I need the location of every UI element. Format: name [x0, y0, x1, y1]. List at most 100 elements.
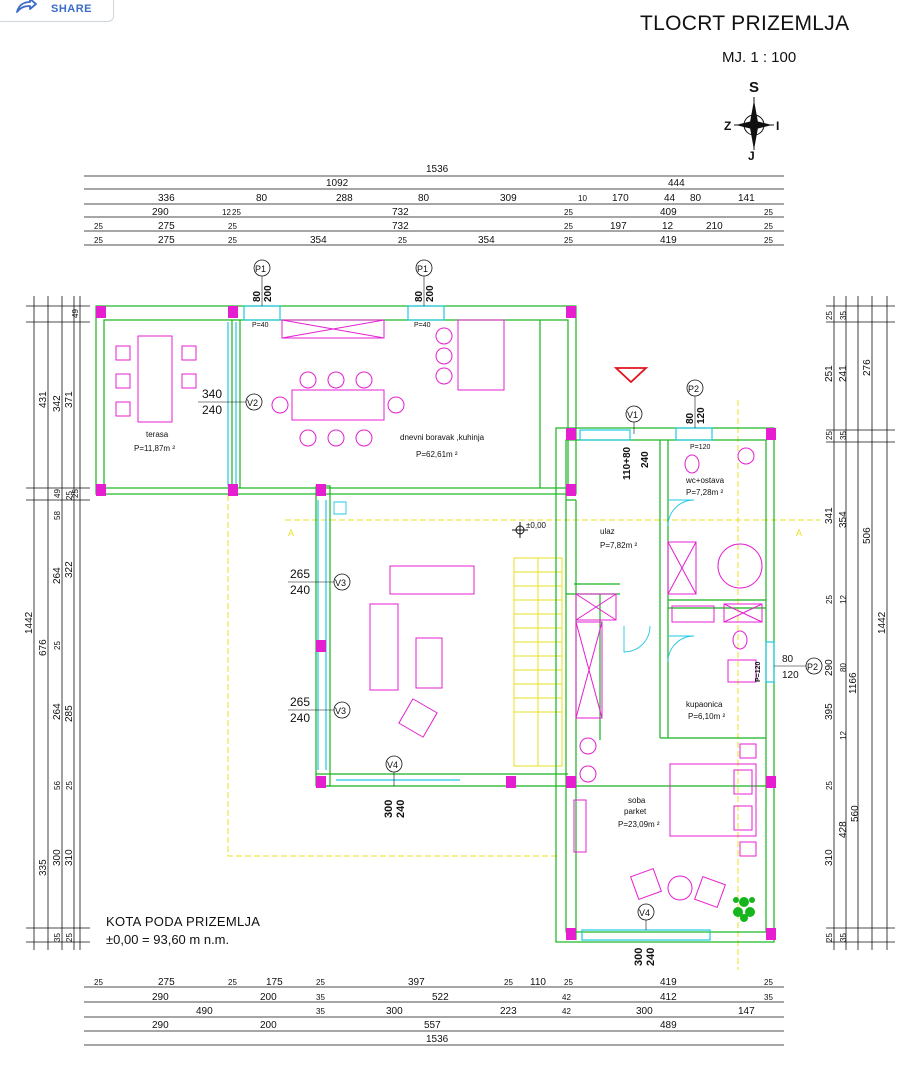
dim-bot-200a: 200	[260, 992, 277, 1003]
dim-right-395: 395	[824, 703, 835, 720]
dim-top-12: 12	[222, 208, 231, 217]
dim-left-300: 300	[52, 849, 63, 866]
dim-top-25k: 25	[564, 236, 573, 245]
dim-left-25e: 25	[71, 489, 80, 498]
room-wc-name: wc+ostava	[685, 476, 725, 485]
section-mark-right: A	[796, 528, 802, 538]
dim-bot-275: 275	[158, 977, 175, 988]
dim-top-210: 210	[706, 221, 723, 232]
dim-bot-25a: 25	[94, 978, 103, 987]
dim-left-25a: 25	[53, 641, 62, 650]
dim-bot-522: 522	[432, 992, 449, 1003]
dim-top-25l: 25	[764, 236, 773, 245]
dim-left-25d: 25	[65, 933, 74, 942]
dim-bot-25b: 25	[228, 978, 237, 987]
dim-top-354b: 354	[478, 235, 495, 246]
dim-left-264b: 264	[52, 703, 63, 720]
dim-top-444: 444	[668, 178, 685, 189]
bedroom-furniture	[573, 737, 757, 909]
dim-right-1442: 1442	[877, 611, 888, 634]
dim-right-25d: 25	[825, 933, 834, 942]
dim-top-275a: 275	[158, 221, 175, 232]
dim-top-12b: 12	[662, 221, 674, 232]
tag-p2-b: P2	[807, 662, 818, 672]
dim-right-560: 560	[850, 805, 861, 822]
dim-bot-290a: 290	[152, 992, 169, 1003]
floor-level-title: KOTA PODA PRIZEMLJA	[106, 914, 261, 929]
tag-v2-w: 340	[202, 387, 222, 401]
dim-bot-110: 110	[530, 977, 546, 988]
dim-top-80a: 80	[256, 193, 268, 204]
dim-top-25i: 25	[228, 236, 237, 245]
dim-right-276: 276	[862, 359, 873, 376]
dim-right-428: 428	[838, 821, 849, 838]
dim-bot-290b: 290	[152, 1020, 169, 1031]
bathroom-fixtures	[671, 603, 763, 683]
dim-bot-147: 147	[738, 1006, 755, 1017]
tag-v1: V1	[627, 410, 638, 420]
tag-p2-b-h: 120	[782, 670, 799, 681]
tag-v3-a-w: 265	[290, 567, 310, 581]
dim-right-251: 251	[824, 365, 835, 382]
tag-p1-a-sill: P=40	[252, 322, 269, 329]
dining-table-set	[271, 371, 405, 447]
tag-p1-b: P1	[417, 264, 428, 274]
room-living-area: P=62,61m ²	[416, 450, 458, 459]
room-kupaonica-name: kupaonica	[686, 700, 723, 709]
tag-p2-b-w: 80	[782, 654, 794, 665]
tag-p2-a: P2	[688, 384, 699, 394]
dim-left-322: 322	[64, 561, 75, 578]
dim-top-25a: 25	[232, 208, 241, 217]
dim-bot-397: 397	[408, 977, 425, 988]
dim-right-290: 290	[824, 659, 835, 676]
share-label: SHARE	[51, 3, 93, 15]
room-wc-area: P=7,28m ²	[686, 488, 723, 497]
dim-left-310: 310	[64, 849, 75, 866]
dim-bot-35c: 35	[316, 1007, 325, 1016]
dim-left-335: 335	[38, 859, 49, 876]
tag-v3-b-w: 265	[290, 695, 310, 709]
dim-bot-42b: 42	[562, 1007, 571, 1016]
dim-top-141: 141	[738, 193, 755, 204]
tag-v2: V2	[247, 398, 258, 408]
opening-tags: P1 80 200 P=40 P1 80 200 P=40 P2 80 120 …	[198, 259, 823, 966]
dim-bot-490: 490	[196, 1006, 213, 1017]
dim-top-25g: 25	[764, 222, 773, 231]
dim-top-732b: 732	[392, 221, 409, 232]
dim-right-35b: 35	[839, 933, 848, 942]
doors	[333, 499, 695, 663]
dim-bot-35b: 35	[764, 993, 773, 1002]
dim-left-264a: 264	[52, 567, 63, 584]
dim-top-25h: 25	[94, 236, 103, 245]
dim-bot-25f: 25	[764, 978, 773, 987]
tag-v4-b-h: 240	[645, 948, 657, 966]
share-button[interactable]: SHARE	[0, 0, 114, 22]
terrace-dining-set	[115, 335, 197, 423]
windows	[227, 305, 775, 941]
dim-top-290: 290	[152, 207, 169, 218]
dim-top-409: 409	[660, 207, 677, 218]
room-soba-name: soba	[628, 796, 646, 805]
tag-p1-a-h: 200	[263, 285, 274, 302]
dim-right-25a: 25	[825, 431, 834, 440]
dim-left-49: 49	[53, 489, 62, 498]
dim-right-241: 241	[838, 365, 849, 382]
dim-top-309: 309	[500, 193, 517, 204]
furniture	[115, 319, 763, 909]
tag-v1-h: 240	[640, 451, 651, 468]
dim-top-44: 44	[664, 193, 676, 204]
dimension-lines	[26, 175, 895, 1046]
room-soba-area: P=23,09m ²	[618, 820, 660, 829]
level-mark-value: ±0,00	[526, 521, 547, 530]
dim-top-197: 197	[610, 221, 627, 232]
dim-top-354a: 354	[310, 235, 327, 246]
room-terasa-name: terasa	[146, 430, 169, 439]
dim-top-25b: 25	[564, 208, 573, 217]
tag-v4-a-w: 300	[383, 800, 395, 818]
dim-bot-557: 557	[424, 1020, 441, 1031]
dim-top-total: 1536	[426, 164, 449, 175]
dim-bot-25d: 25	[504, 978, 513, 987]
tag-v2-h: 240	[202, 403, 222, 417]
dim-left-285: 285	[64, 705, 75, 722]
staircase	[513, 557, 563, 767]
